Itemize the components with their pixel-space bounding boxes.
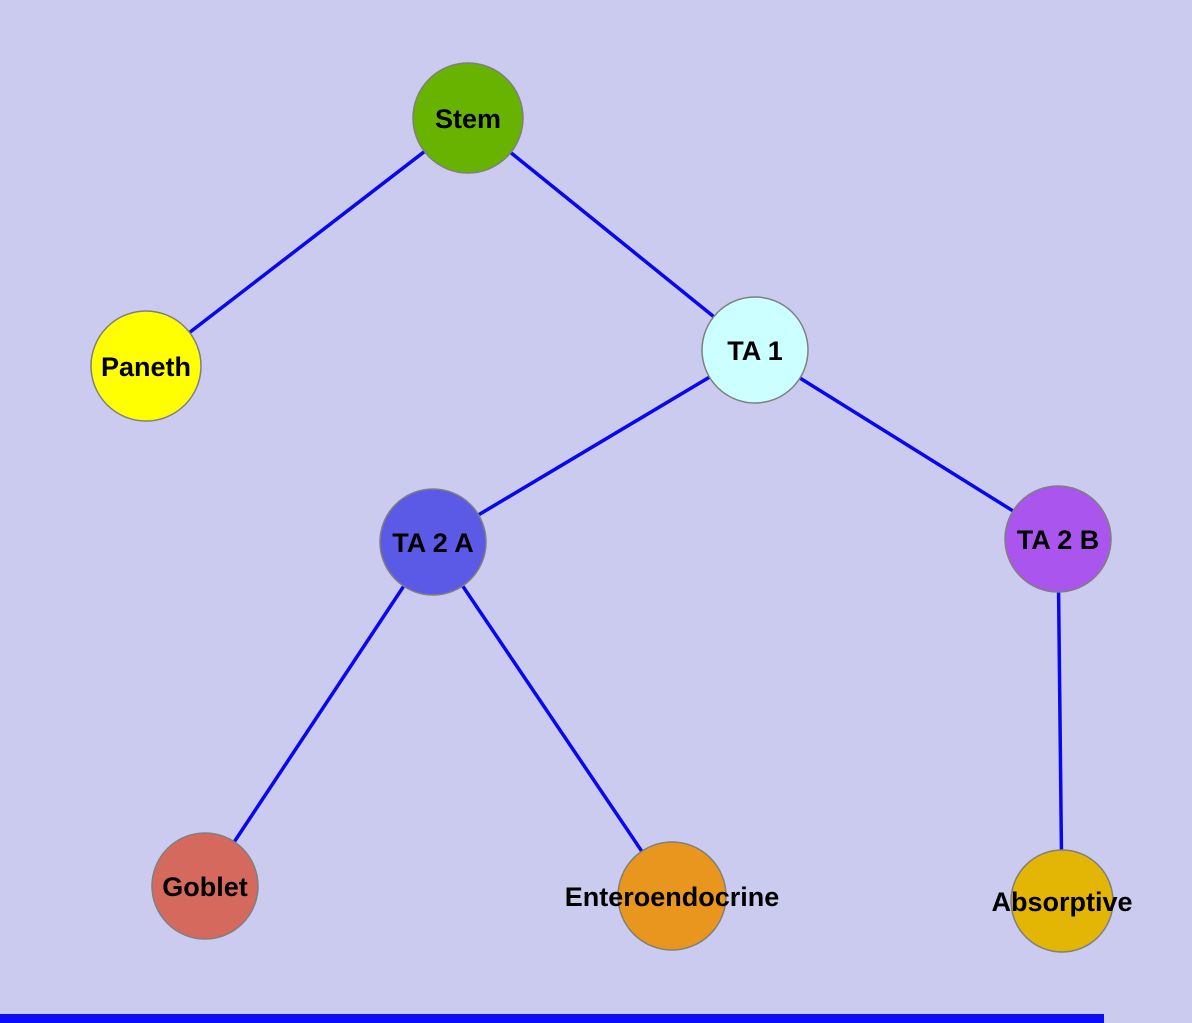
bottom-bar bbox=[0, 1014, 1104, 1023]
node-absorptive-circle bbox=[1010, 849, 1114, 953]
node-absorptive-label: Absorptive bbox=[991, 887, 1132, 917]
edge-stem-ta1 bbox=[466, 116, 757, 352]
node-goblet-circle bbox=[151, 832, 259, 940]
edge-ta2a-goblet bbox=[203, 541, 435, 887]
node-stem-label: Stem bbox=[435, 104, 501, 134]
node-enteroendocrine-circle bbox=[617, 841, 727, 951]
node-ta1-circle bbox=[701, 296, 809, 404]
node-paneth-label: Paneth bbox=[101, 352, 191, 382]
edge-ta1-ta2a bbox=[432, 348, 756, 544]
node-ta2b-label: TA 2 B bbox=[1017, 525, 1100, 555]
node-ta2a-circle bbox=[379, 488, 487, 596]
node-ta2a-label: TA 2 A bbox=[392, 528, 474, 558]
node-goblet-label: Goblet bbox=[162, 872, 248, 902]
edge-ta1-ta2b bbox=[754, 348, 1059, 541]
node-ta1-label: TA 1 bbox=[727, 336, 783, 366]
node-ta2b-circle bbox=[1004, 485, 1112, 593]
node-enteroendocrine-label: Enteroendocrine bbox=[565, 882, 780, 912]
edge-ta2a-enteroendocrine bbox=[431, 541, 674, 897]
edge-ta2b-absorptive bbox=[1056, 538, 1064, 902]
node-stem-circle bbox=[412, 62, 524, 174]
node-paneth-circle bbox=[90, 310, 202, 422]
edge-stem-paneth bbox=[144, 116, 470, 368]
